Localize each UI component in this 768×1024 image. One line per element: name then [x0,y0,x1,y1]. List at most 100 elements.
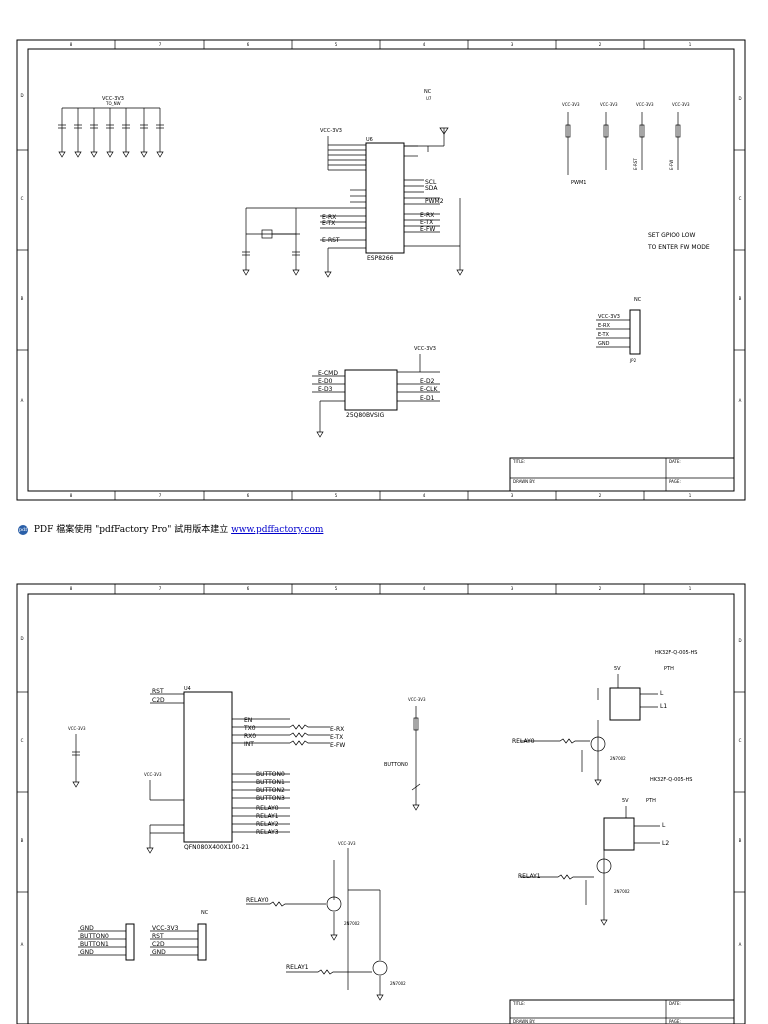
net-label: RELAY1 [256,813,279,820]
relay-5v: 5V [622,798,629,804]
esp-power-label: VCC-3V3 [320,128,342,134]
net-label: E-RX [322,214,336,221]
row-label: A [21,942,24,947]
vcc-label: VCC-3V3 [338,841,356,846]
vcc-label: VCC-3V3 [672,102,690,107]
tb-title: TITLE: [512,459,525,464]
net-label: E-D1 [420,395,435,402]
col-label: 1 [689,493,692,498]
col-label: 4 [423,586,426,591]
col-label: 8 [70,586,73,591]
col-label: 8 [70,42,73,47]
transistor-label: 2N7002 [610,756,626,761]
net-label: RELAY3 [256,829,279,836]
sheet2-col-dividers [17,584,745,893]
relay-net: RELAY1 [286,964,309,971]
net-label: E-RST [633,158,638,170]
vcc-label: VCC-3V3 [144,772,162,777]
vcc-label: VCC-3V3 [636,102,654,107]
vcc-label: VCC-3V3 [414,346,436,352]
transistor-label: 2N7002 [390,981,406,986]
note-line-1: SET GPIO0 LOW [648,232,696,239]
row-label: A [21,398,24,403]
net-label: BUTTON2 [256,787,285,794]
l-label: L [660,690,664,697]
net-label: RST [152,933,164,940]
net-label: E-FW [420,226,435,233]
col-label: 6 [247,586,250,591]
net-label: E-D0 [318,378,333,385]
net-label: SCL [425,179,437,186]
net-label: RST [152,688,164,695]
sheet-1: 8 7 6 5 4 3 2 1 8 7 6 5 4 3 2 1 D C B A … [16,39,746,501]
net-label: E-RX [330,726,344,733]
net-label: E-TX [598,332,610,338]
net-label: E-FW [330,742,345,749]
row-label: C [739,738,742,743]
col-label: 8 [70,493,73,498]
net-label: BUTTON1 [256,779,285,786]
l-label: L2 [662,840,669,847]
vcc-label: VCC-3V3 [152,925,179,932]
net-label: E-D2 [420,378,435,385]
pdf-footer: pdf PDF 檔案使用 "pdfFactory Pro" 試用版本建立 www… [18,522,323,535]
net-label: RELAY0 [256,805,279,812]
esp8266-chip: VCC-3V3 U6 ESP8266 [242,128,464,278]
net-label: PWM2 [425,198,444,205]
sheet1-title-block: TITLE: DATE: DRAWN BY: PAGE: [509,457,735,492]
transistor-label: 2N7002 [344,921,360,926]
vcc-label: VCC-3V3 [600,102,618,107]
decoupling-cap-bank: VCC-3V3 TO_NW [58,96,164,158]
led-driver-circuits: VCC-3V3 RELAY0 RELAY1 2N7002 2N7002 [246,841,406,1001]
row-label: D [20,636,23,641]
mcu-chip: U4 QFN080X400X100-21 RST C2D EN TX0 RX0 [146,686,345,854]
col-label: 7 [159,42,162,47]
net-label: E-TX [420,219,433,226]
col-label: 3 [511,493,514,498]
mcu-name: QFN080X400X100-21 [184,844,249,851]
net-label: BUTTON0 [256,771,285,778]
row-label: D [738,96,741,101]
relay-net: RELAY1 [518,873,541,880]
net-label: E-TX [322,220,335,227]
mcu-ref: U4 [184,686,191,692]
vcc-label: VCC-3V3 [68,726,86,731]
footer-text: PDF 檔案使用 "pdfFactory Pro" 試用版本建立 [33,525,229,535]
relay-part: HK32F-Q-005-HS [650,777,692,783]
row-label: D [738,638,741,643]
col-label: 5 [335,586,338,591]
pullup-resistors: VCC-3V3 VCC-3V3 VCC-3V3 VCC-3V3 PWM1 E-R… [562,102,690,186]
net-label: EN [244,717,252,724]
net-label: TX0 [243,725,256,732]
sheet2-title-block: TITLE: DATE: DRAWN BY: PAGE: [509,999,735,1024]
col-label: 4 [423,493,426,498]
net-label: C2D [152,697,165,704]
tb-date: DATE: [669,459,681,464]
row-label: B [21,296,24,301]
footer-link[interactable]: www.pdffactory.com [231,525,324,535]
power-sublabel: TO_NW [105,101,121,106]
nc-label: NC [424,89,432,95]
col-label: 2 [599,586,602,591]
col-label: 7 [159,586,162,591]
row-label: B [21,838,24,843]
col-label: 5 [335,42,338,47]
net-label: BUTTON1 [80,941,109,948]
net-label: VCC-3V3 [598,314,620,320]
power-label: VCC-3V3 [102,96,124,102]
left-vcc-cap: VCC-3V3 VCC-3V3 [68,726,162,788]
sheet1-inner-border [27,48,735,492]
net-label: C2D [152,941,165,948]
header-1: GND BUTTON0 BUTTON1 GND [78,923,135,961]
net-label: GND [80,925,94,932]
net-label: SDA [425,185,438,192]
net-label: GND [598,341,610,347]
row-label: B [739,838,742,843]
net-label: BUTTON3 [256,795,285,802]
esp-ref: U6 [366,137,373,143]
sheet1-col-labels: 8 7 6 5 4 3 2 1 8 7 6 5 4 3 2 1 D C B A … [20,42,741,498]
connector-ref: JP2 [629,358,637,363]
nc-label: NC [201,910,209,916]
tb-title: TITLE: [512,1001,525,1006]
col-label: 3 [511,42,514,47]
